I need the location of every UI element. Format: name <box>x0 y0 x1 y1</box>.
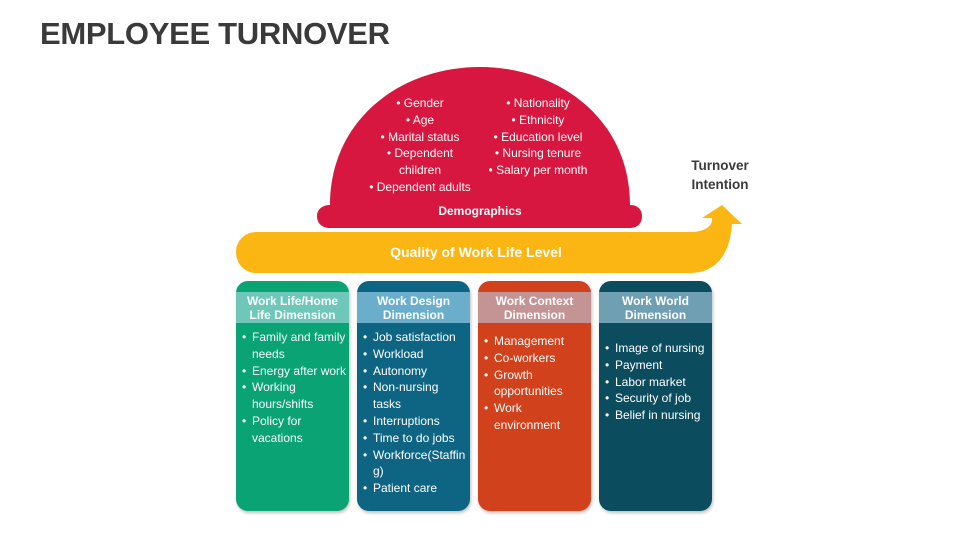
list-item: Patient care <box>363 480 468 497</box>
list-item: Job satisfaction <box>363 329 468 346</box>
page-title: EMPLOYEE TURNOVER <box>40 16 390 51</box>
card-list: Management Co-workers Growth opportuniti… <box>478 323 591 434</box>
demographics-label: Demographics <box>438 204 522 218</box>
card-list: Image of nursing Payment Labor market Se… <box>599 323 712 424</box>
list-item: • Salary per month <box>488 163 588 178</box>
list-item: • Ethnicity <box>511 112 565 127</box>
list-item: • Age <box>405 112 435 127</box>
list-item: Autonomy <box>363 363 468 380</box>
list-item: Growth opportunities <box>484 367 589 401</box>
list-item: Security of job <box>605 390 710 407</box>
list-item: Payment <box>605 357 710 374</box>
demographics-dome <box>317 67 642 228</box>
demographics-left-list: • Gender • Age • Marital status • Depend… <box>360 95 480 196</box>
list-item: Work environment <box>484 400 564 434</box>
card-work-context: Work Context Dimension Management Co-wor… <box>478 281 591 511</box>
list-item: Workforce(Staffing) <box>363 447 468 481</box>
card-work-life: Work Life/Home Life Dimension Family and… <box>236 281 349 511</box>
demographics-right-list: • Nationality • Ethnicity • Education le… <box>478 95 598 179</box>
list-item: Interruptions <box>363 413 468 430</box>
list-item: Co-workers <box>484 350 589 367</box>
list-item: Policy for vacations <box>242 413 347 447</box>
list-item: Labor market <box>605 374 710 391</box>
quality-arrow <box>236 205 742 273</box>
card-title: Work Context Dimension <box>478 292 591 323</box>
list-item: • Gender <box>396 96 444 110</box>
list-item: Workload <box>363 346 468 363</box>
quality-of-work-life-label: Quality of Work Life Level <box>390 244 562 260</box>
card-title: Work Design Dimension <box>357 292 470 323</box>
card-list: Job satisfaction Workload Autonomy Non-n… <box>357 323 470 497</box>
card-list: Family and family needs Energy after wor… <box>236 323 349 447</box>
list-item: • Nationality <box>506 96 570 110</box>
list-item: • Dependent adults <box>369 179 471 194</box>
list-item: Working hours/shifts <box>242 379 347 413</box>
card-title: Work World Dimension <box>599 292 712 323</box>
list-item: • Education level <box>493 129 583 144</box>
turnover-intention-label: Turnover Intention <box>691 158 749 192</box>
card-work-design: Work Design Dimension Job satisfaction W… <box>357 281 470 511</box>
list-item: • Dependent children <box>386 146 454 178</box>
card-title: Work Life/Home Life Dimension <box>236 292 349 323</box>
list-item: Management <box>484 333 589 350</box>
list-item: Non-nursing tasks <box>363 379 468 413</box>
list-item: Image of nursing <box>605 340 710 357</box>
card-work-world: Work World Dimension Image of nursing Pa… <box>599 281 712 511</box>
list-item: Belief in nursing <box>605 407 710 424</box>
list-item: • Nursing tenure <box>494 146 582 161</box>
list-item: Time to do jobs <box>363 430 468 447</box>
list-item: • Marital status <box>380 129 460 144</box>
list-item: Family and family needs <box>242 329 347 363</box>
list-item: Energy after work <box>242 363 347 380</box>
